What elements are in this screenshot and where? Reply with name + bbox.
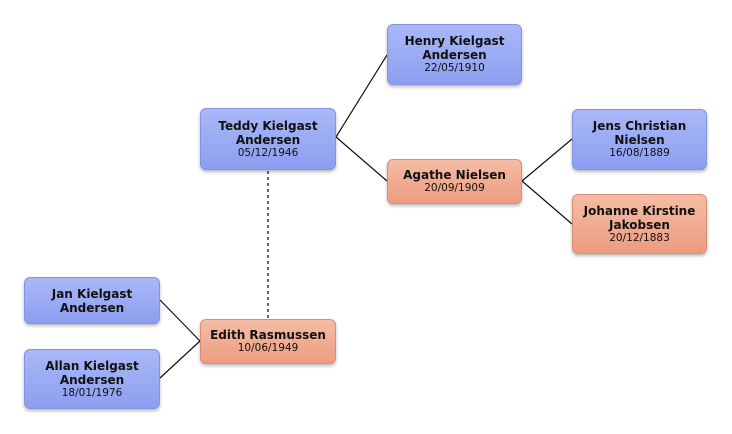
person-birthdate: 20/09/1909 <box>424 182 485 194</box>
connector-allan-edith <box>159 340 201 379</box>
connector-teddy-henry <box>335 54 388 138</box>
person-name: Agathe Nielsen <box>403 168 506 182</box>
person-name: Johanne Kirstine <box>583 203 696 218</box>
connector-jan-edith <box>159 299 201 342</box>
connector-agathe-jens <box>521 138 573 182</box>
person-birthdate: 18/01/1976 <box>61 386 123 399</box>
person-card-edith[interactable]: Edith Rasmussen 10/06/1949 <box>200 319 336 364</box>
person-name: Edith Rasmussen <box>210 328 326 342</box>
person-card-allan[interactable]: Allan Kielgast Andersen 18/01/1976 <box>24 349 160 409</box>
person-surname: Andersen <box>422 48 487 62</box>
person-surname: Andersen <box>59 372 125 387</box>
person-card-johanne[interactable]: Johanne Kirstine Jakobsen 20/12/1883 <box>572 194 707 254</box>
connector-agathe-johanne <box>521 180 573 225</box>
person-name: Jens Christian <box>592 119 687 133</box>
person-birthdate: 10/06/1949 <box>237 342 299 354</box>
person-name: Jan Kielgast <box>51 286 133 301</box>
person-surname: Andersen <box>59 300 125 315</box>
person-card-teddy[interactable]: Teddy Kielgast Andersen 05/12/1946 <box>200 108 336 170</box>
person-birthdate: 16/08/1889 <box>609 147 670 159</box>
connector-teddy-agathe <box>335 136 388 182</box>
person-card-agathe[interactable]: Agathe Nielsen 20/09/1909 <box>387 159 522 204</box>
person-name: Teddy Kielgast <box>218 118 318 133</box>
person-birthdate: 20/12/1883 <box>609 231 670 244</box>
person-surname: Nielsen <box>614 133 665 147</box>
person-surname: Andersen <box>235 132 301 147</box>
person-card-jan[interactable]: Jan Kielgast Andersen <box>24 277 160 324</box>
person-name: Allan Kielgast <box>45 358 139 373</box>
person-birthdate: 05/12/1946 <box>237 146 299 159</box>
person-card-henry[interactable]: Henry Kielgast Andersen 22/05/1910 <box>387 24 522 85</box>
person-card-jens[interactable]: Jens Christian Nielsen 16/08/1889 <box>572 109 707 170</box>
person-birthdate: 22/05/1910 <box>424 62 485 74</box>
person-name: Henry Kielgast <box>404 34 505 48</box>
person-surname: Jakobsen <box>609 217 670 232</box>
